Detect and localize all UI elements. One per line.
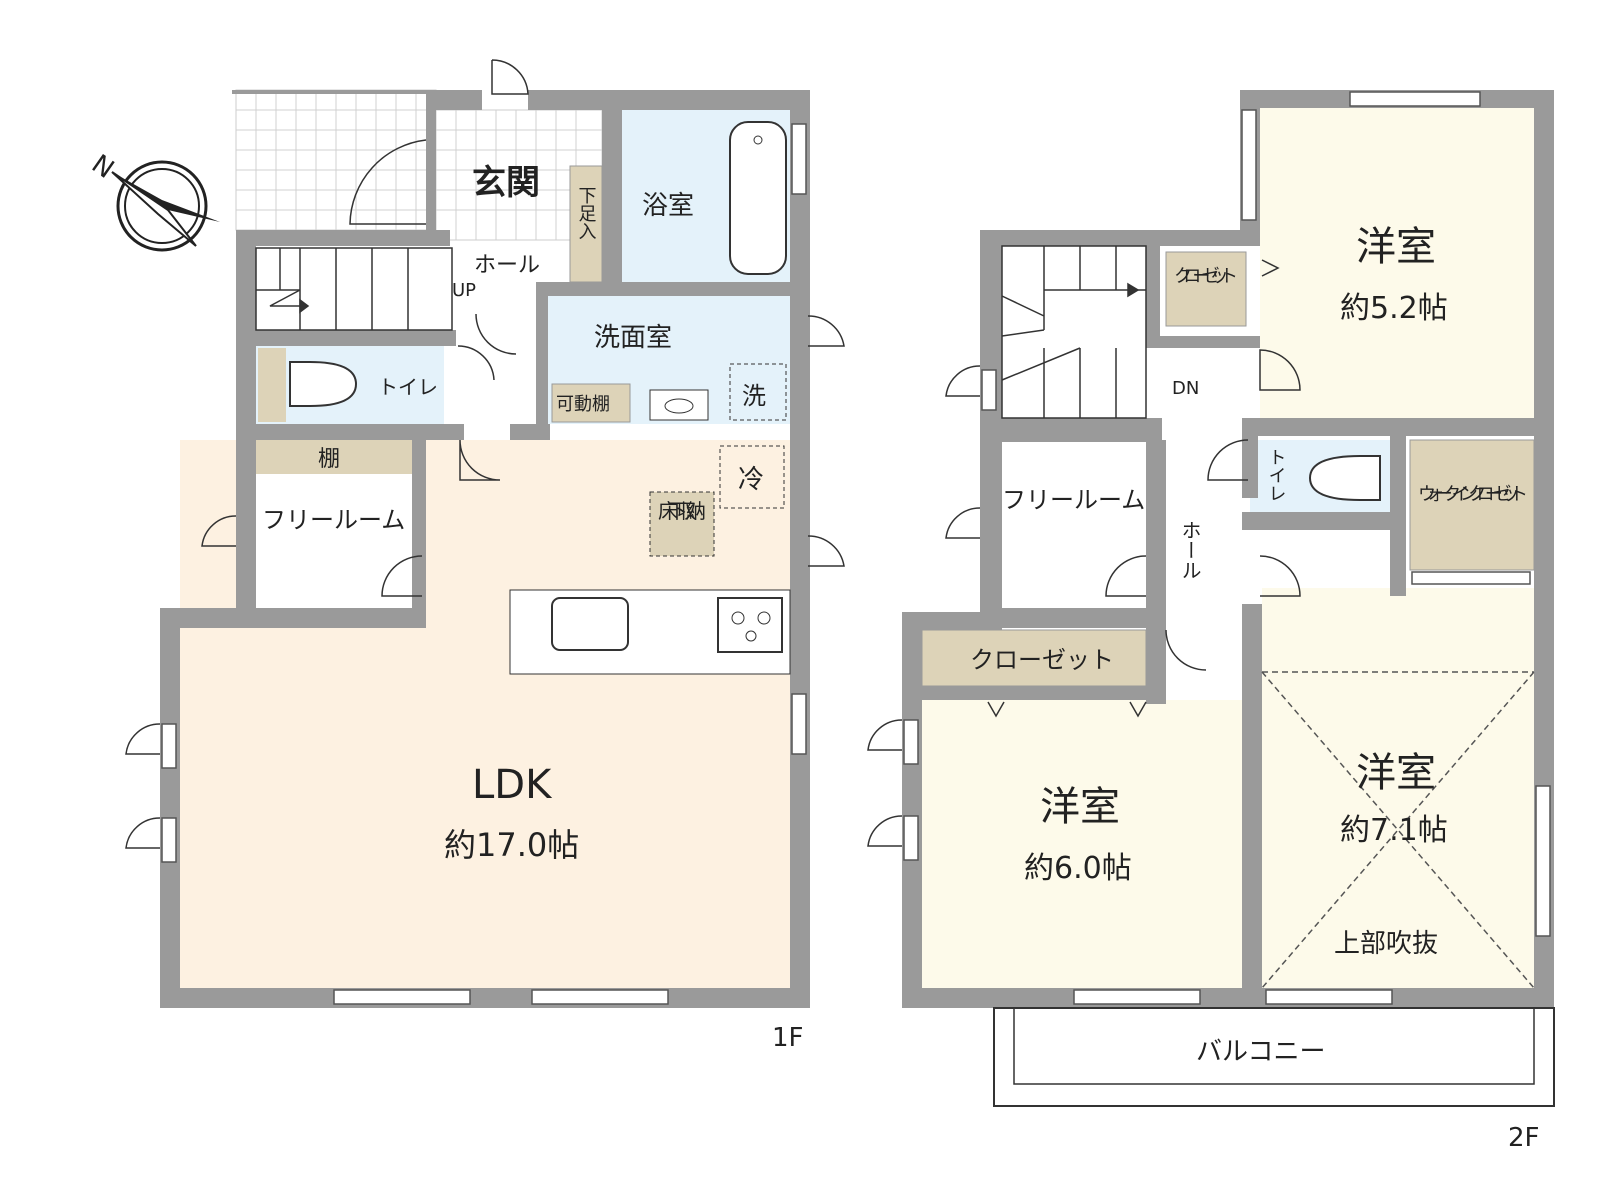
void-diagonals xyxy=(1261,671,1535,989)
room-b-name: 洋室 xyxy=(1040,784,1120,830)
doors-1f xyxy=(125,59,845,849)
walls-1f xyxy=(160,90,810,1008)
toilet-tank-shelf xyxy=(258,348,286,422)
closet-small xyxy=(1165,251,1247,327)
washer-space xyxy=(729,363,787,421)
genkan-label: 玄関 xyxy=(472,163,540,203)
washer-label: 洗 xyxy=(742,382,766,410)
fridge-space xyxy=(719,445,785,509)
closet-room-b xyxy=(921,629,1147,687)
ldk-size: 約17.0帖 xyxy=(444,826,579,864)
floor-1: UP 玄関 下足入 ホール 浴室 洗面室 可動棚 洗 トイレ 棚 フリールーム … xyxy=(125,59,845,1053)
stairs-2f xyxy=(1001,245,1147,419)
ldk-name: LDK xyxy=(472,762,553,808)
getabako-label: 下足入 xyxy=(576,186,597,240)
washroom-label: 洗面室 xyxy=(594,323,672,353)
compass-outer-ring xyxy=(116,160,208,252)
room-c-size: 約7.1帖 xyxy=(1340,813,1448,848)
compass-north-label: N xyxy=(86,149,119,185)
movable-shelf-label: 可動棚 xyxy=(556,394,610,415)
shelf-label: 棚 xyxy=(318,447,340,472)
porch-tiles xyxy=(235,89,603,241)
windows-1f xyxy=(161,123,807,1005)
basin-bowl-icon xyxy=(664,398,694,414)
floor-2: DN クローゼット 洋室 約5.2帖 フリールーム ホール トイレ ウォークイン… xyxy=(867,90,1555,1153)
balcony-label: バルコニー xyxy=(1196,1037,1325,1067)
bath-drain-icon xyxy=(753,135,763,145)
hall-2f-label: ホール xyxy=(1178,520,1202,580)
void-label: 上部吹抜 xyxy=(1334,929,1438,959)
stairs-1f xyxy=(255,247,453,331)
toilet-1f-icon xyxy=(289,361,358,407)
shelf-1f xyxy=(256,440,412,474)
free-room-2f-label: フリールーム xyxy=(1002,486,1145,514)
hall-1f-label: ホール xyxy=(474,253,540,278)
room-c-floor xyxy=(1262,588,1534,990)
stairs-up-label: UP xyxy=(452,280,476,301)
bathtub xyxy=(729,121,787,275)
kitchen-sink-icon xyxy=(551,597,629,651)
free-room-2f-floor xyxy=(1002,442,1146,608)
room-c-name: 洋室 xyxy=(1356,750,1436,796)
room-a-size: 約5.2帖 xyxy=(1340,291,1448,326)
floor-1-label: 1F xyxy=(772,1023,804,1053)
room-b-floor xyxy=(922,700,1242,990)
closet-small-label: クローゼット xyxy=(1174,266,1238,287)
floor-2-label: 2F xyxy=(1508,1123,1540,1153)
wash-basin xyxy=(649,389,709,421)
wic-label: ウォークインクローゼット xyxy=(1418,484,1528,505)
closet-room-b-label: クローゼット xyxy=(970,646,1114,674)
windows-2f xyxy=(903,91,1551,1005)
doors-2f xyxy=(867,259,1301,847)
fridge-label: 冷 xyxy=(738,465,764,495)
compass-needle-tail xyxy=(111,171,197,247)
toilet-2f-label: トイレ xyxy=(1266,448,1287,502)
bath-label: 浴室 xyxy=(642,191,694,221)
walk-in-closet xyxy=(1409,439,1535,571)
compass: N xyxy=(86,149,220,252)
underfloor-storage xyxy=(649,491,715,557)
compass-inner-ring xyxy=(124,168,200,244)
toilet-2f-icon xyxy=(1308,455,1381,501)
underfloor-storage-label: 床下収納 xyxy=(658,499,706,523)
stove-icon xyxy=(717,597,783,653)
stairs-dn-label: DN xyxy=(1172,378,1199,399)
free-room-1f-label: フリールーム xyxy=(262,506,405,534)
room-b-size: 約6.0帖 xyxy=(1024,851,1132,886)
getabako xyxy=(569,165,603,283)
movable-shelf xyxy=(551,383,631,423)
room-a-floor xyxy=(1260,108,1534,418)
room-a-name: 洋室 xyxy=(1356,224,1436,270)
toilet-1f-label: トイレ xyxy=(378,375,438,399)
